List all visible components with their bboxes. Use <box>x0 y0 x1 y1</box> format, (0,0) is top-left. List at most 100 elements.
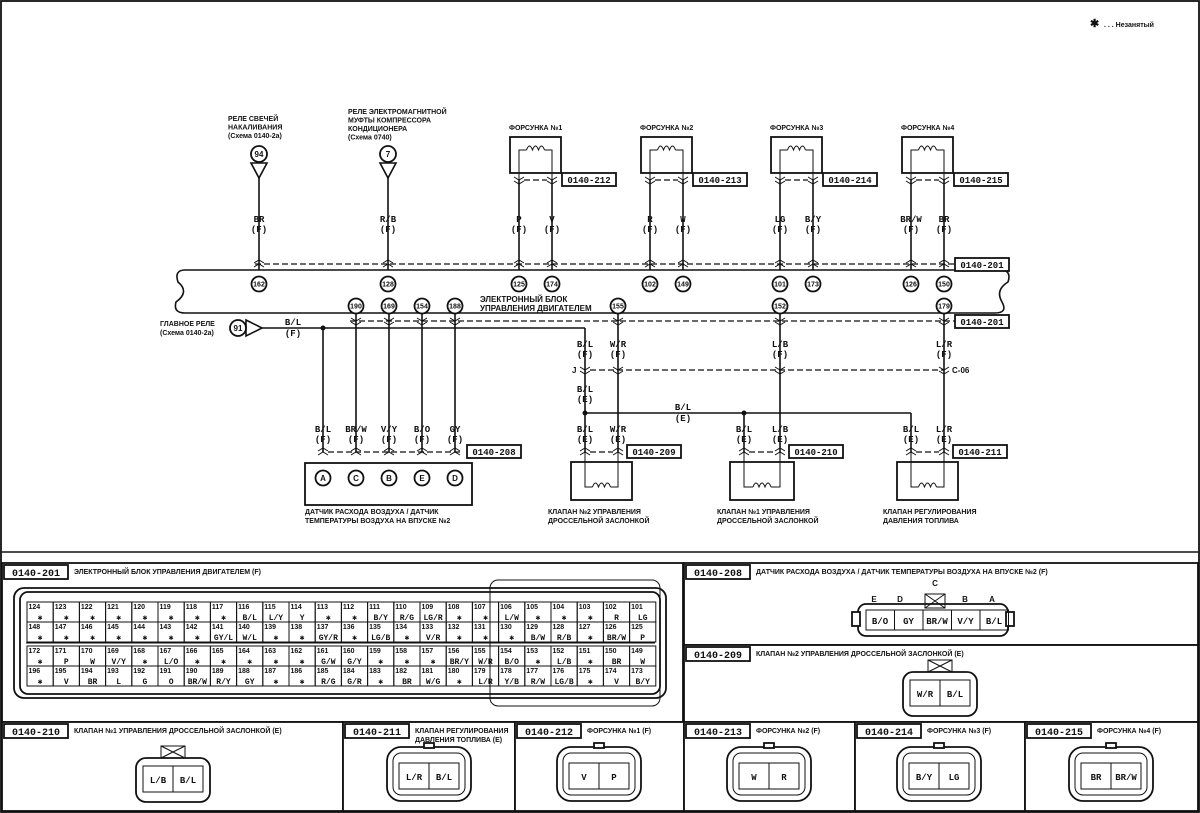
ecu-pin-number: 179 <box>474 668 486 675</box>
ecu-pin-wire: L/B <box>557 658 572 667</box>
ecu-pin-wire: ✱ <box>457 678 462 687</box>
connector-cell-wire: BR/W <box>1115 773 1137 783</box>
wire-color-label: R/B <box>380 215 397 225</box>
wire-color-label: B/L <box>903 425 919 435</box>
pin-circle <box>641 275 659 293</box>
latch <box>851 611 861 627</box>
maf-label: ТЕМПЕРАТУРЫ ВОЗДУХА НА ВПУСКЕ №2 <box>305 517 450 525</box>
ecu-pin-number: 118 <box>186 604 197 611</box>
ecu-pin-number: 183 <box>369 668 381 675</box>
wire-side-label: (F) <box>642 225 658 235</box>
ecu-pin-number: 141 <box>212 624 224 631</box>
connector-split-icon <box>513 176 525 185</box>
panel-injector4-id-frame <box>1026 723 1092 739</box>
coil-lead <box>584 452 619 488</box>
ecu-pin-wire: ✱ <box>273 658 278 667</box>
ecu-pin-wire: ✱ <box>457 634 462 643</box>
wire-color-label: B/L <box>577 425 593 435</box>
connector-cell-wire: W <box>751 773 757 783</box>
pin-number: 190 <box>350 304 362 311</box>
connector-cell-wire: GY <box>903 617 914 627</box>
connector-split-icon <box>774 176 786 185</box>
ecu-pin-number: 174 <box>605 668 617 675</box>
ecu-pin-number: 134 <box>395 624 407 631</box>
splice-dot <box>741 410 747 416</box>
ecu-pin-number: 108 <box>448 604 460 611</box>
ecu-pin-wire: ✱ <box>247 658 252 667</box>
ecu-pin-wire: ✱ <box>404 634 409 643</box>
ecu-pin-number: 142 <box>186 624 198 631</box>
panel-title: КЛАПАН №1 УПРАВЛЕНИЯ ДРОССЕЛЬНОЙ ЗАСЛОНК… <box>74 726 282 735</box>
relay-label: РЕЛЕ ЭЛЕКТРОМАГНИТНОЙ <box>348 107 447 116</box>
ecu-pin-number: 175 <box>579 668 591 675</box>
terminal-circle <box>347 469 365 487</box>
ecu-pin-number: 132 <box>448 624 460 631</box>
injector-box <box>770 136 823 174</box>
ecu-pin-number: 129 <box>526 624 538 631</box>
connector-split-icon <box>807 176 819 185</box>
pin-circle <box>674 275 692 293</box>
wire-side-label: (F) <box>348 435 364 445</box>
connector-cell-wire: L/B <box>150 776 167 786</box>
ecu-pin-number: 102 <box>605 604 617 611</box>
connector-id: 0140-210 <box>794 448 837 458</box>
ecu-pin-wire: R/G <box>400 614 415 623</box>
ecu-pin-number: 160 <box>343 648 355 655</box>
main-relay-label: (Схема 0140-2a) <box>160 330 214 337</box>
ecu-pin-wire: BR <box>612 658 622 667</box>
ecu-pin-number: 164 <box>238 648 250 655</box>
ecu-pin-wire: V/Y <box>111 658 126 667</box>
connector-id: 0140-211 <box>958 448 1002 458</box>
connector-id: 0140-208 <box>694 569 742 580</box>
connector-inner <box>562 752 636 796</box>
arrow-icon <box>378 162 398 180</box>
ecu-pin-wire: GY/L <box>214 634 233 643</box>
ecu-pin-wire: ✱ <box>64 614 69 623</box>
ecu-pin-wire: ✱ <box>588 614 593 623</box>
ecu-pin-number: 154 <box>500 648 512 655</box>
wire-side-label: (F) <box>610 350 626 360</box>
pin-circle <box>902 275 920 293</box>
panel-title: ДАТЧИК РАСХОДА ВОЗДУХА / ДАТЧИК ТЕМПЕРАТ… <box>756 568 1048 576</box>
relay-label: НАКАЛИВАНИЯ <box>228 125 282 132</box>
ecu-pin-number: 168 <box>133 648 145 655</box>
connector-id: 0140-215 <box>1035 728 1083 739</box>
connector-id-frame <box>466 444 522 459</box>
ecu-pin-number: 125 <box>631 624 643 631</box>
ecu-pin-wire: L/Y <box>269 614 284 623</box>
connector-split-icon <box>644 176 656 185</box>
ecu-pin-wire: ✱ <box>431 658 436 667</box>
ecu-pin-number: 167 <box>160 648 172 655</box>
terminal-letter: E <box>419 474 425 483</box>
wire-color-label: W <box>680 215 686 225</box>
connector-split-icon <box>546 176 558 185</box>
ecu-pin-wire: G/W <box>321 658 336 667</box>
wire-side-label: (F) <box>805 225 821 235</box>
wire-side-label: (F) <box>772 225 788 235</box>
connector-id-frame <box>952 444 1008 459</box>
wire-color-label: B/L <box>675 403 691 413</box>
coil-icon <box>752 482 772 489</box>
connector-cell-wire: V/Y <box>957 617 974 627</box>
valve-label: КЛАПАН РЕГУЛИРОВАНИЯ <box>883 509 976 516</box>
ecu-pin-wire: ✱ <box>64 634 69 643</box>
connector-id-frame <box>788 444 844 459</box>
ecu-pin-number: 119 <box>160 604 171 611</box>
ecu-pin-wire: ✱ <box>116 614 121 623</box>
connector-id-frame <box>822 172 878 187</box>
connector-id: 0140-212 <box>567 176 610 186</box>
circuit-ref: 7 <box>386 150 391 159</box>
ecu-pin-wire: GY <box>245 678 255 687</box>
ecu-pin-wire: ✱ <box>378 658 383 667</box>
ecu-pin-number: 194 <box>81 668 93 675</box>
wire-side-label: (E) <box>675 414 691 424</box>
connector-id: 0140-209 <box>694 651 742 662</box>
ecu-pin-number: 146 <box>81 624 93 631</box>
ecu-pin-number: 140 <box>238 624 250 631</box>
unused-symbol: ✱ <box>1090 18 1099 30</box>
ecu-pin-number: 187 <box>264 668 276 675</box>
coil-icon <box>526 145 545 152</box>
ecu-pin-wire: R <box>614 614 619 623</box>
wire-side-label: (E) <box>577 395 593 405</box>
